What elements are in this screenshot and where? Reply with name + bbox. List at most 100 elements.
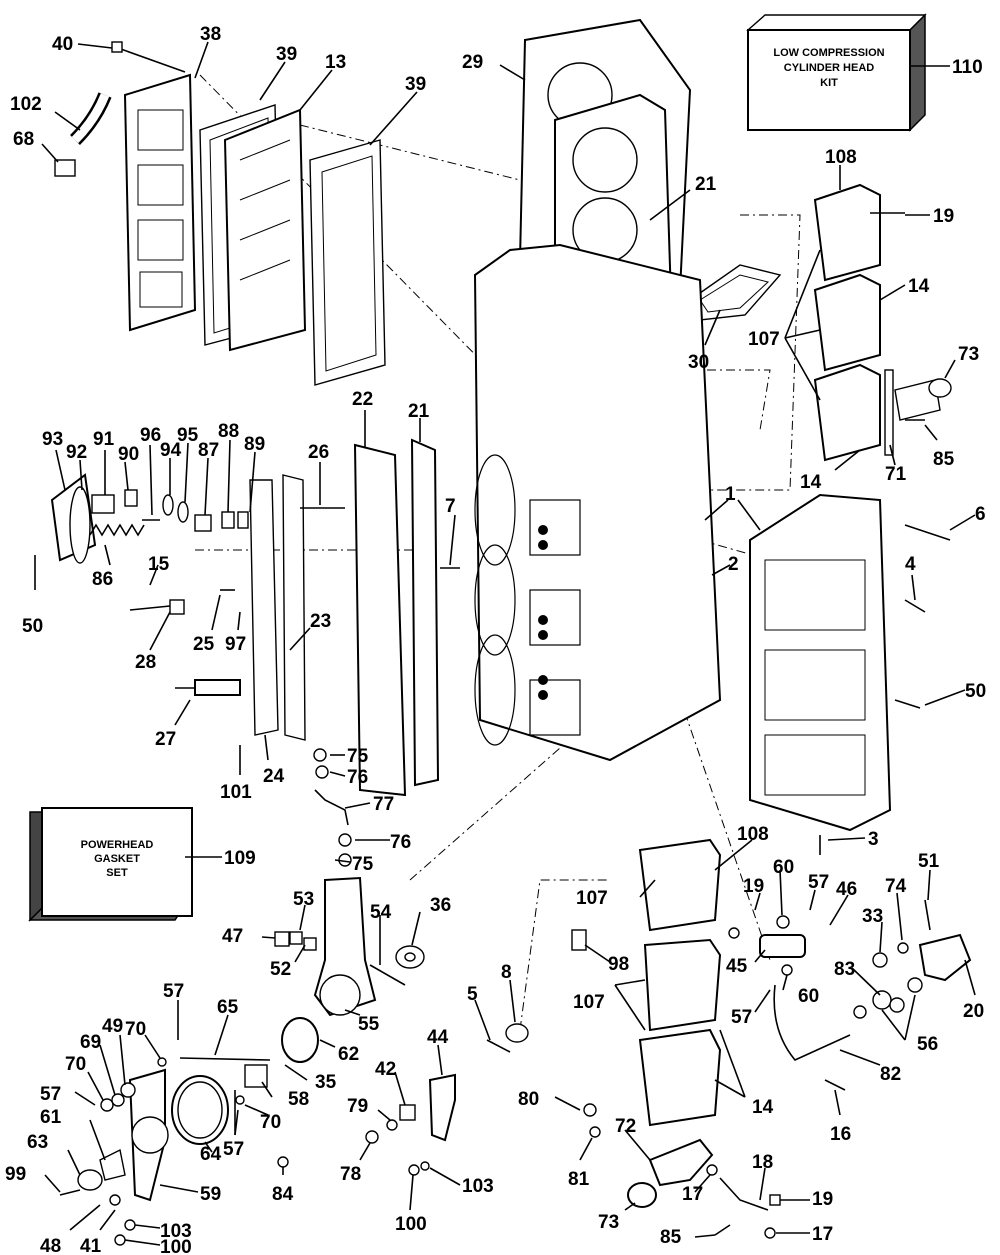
label-49: 49 — [102, 1016, 123, 1037]
small-parts-42-100 — [365, 1104, 430, 1176]
exhaust-gasket-39b — [309, 139, 386, 386]
label-101: 101 — [220, 782, 252, 803]
kit-line-3: SET — [106, 867, 128, 879]
rod-82 — [773, 984, 851, 1061]
label-108: 108 — [825, 147, 857, 168]
powerhead-gasket-set-box: POWERHEAD GASKET SET 109 — [28, 807, 256, 922]
hose-102 — [69, 92, 112, 145]
bracket-45 — [759, 934, 806, 958]
label-57: 57 — [40, 1084, 61, 1105]
rod-65 — [179, 1057, 271, 1061]
spark-plug-27 — [175, 679, 241, 696]
label-8: 8 — [501, 962, 512, 983]
bracket-72 — [648, 1138, 714, 1187]
lever-18 — [706, 1164, 781, 1239]
label-93: 93 — [42, 429, 63, 450]
label-40: 40 — [52, 34, 73, 55]
small-parts-lower-left — [59, 1057, 289, 1246]
label-14: 14 — [908, 276, 930, 297]
label-39: 39 — [405, 74, 426, 95]
label-65: 65 — [217, 997, 239, 1018]
kit-line-3: KIT — [820, 77, 838, 89]
label-87: 87 — [198, 440, 219, 461]
label-18: 18 — [752, 1152, 773, 1173]
callout-numbers: 40 38 39 13 39 29 102 68 21 108 19 14 10… — [5, 24, 986, 1255]
label-95: 95 — [177, 425, 199, 446]
label-81: 81 — [568, 1169, 590, 1190]
label-48: 48 — [40, 1236, 61, 1255]
label-5: 5 — [467, 984, 478, 1005]
cylinder-head-kit-box: LOW COMPRESSION CYLINDER HEAD KIT 110 — [746, 13, 983, 132]
label-71: 71 — [885, 464, 907, 485]
label-42: 42 — [375, 1059, 396, 1080]
label-97: 97 — [225, 634, 246, 655]
label-70: 70 — [125, 1019, 146, 1040]
label-54: 54 — [370, 902, 392, 923]
head-gasket-21b — [410, 438, 440, 787]
label-57: 57 — [808, 872, 829, 893]
label-45: 45 — [726, 956, 748, 977]
label-60: 60 — [773, 857, 794, 878]
label-17: 17 — [682, 1184, 703, 1205]
label-82: 82 — [880, 1064, 901, 1085]
label-107: 107 — [573, 992, 605, 1013]
label-91: 91 — [93, 429, 115, 450]
label-51: 51 — [918, 851, 940, 872]
label-88: 88 — [218, 421, 239, 442]
label-110: 110 — [952, 57, 983, 78]
label-53: 53 — [293, 889, 314, 910]
label-21: 21 — [695, 174, 717, 195]
label-33: 33 — [862, 906, 883, 927]
cap-62 — [281, 1017, 319, 1063]
label-89: 89 — [244, 434, 265, 455]
label-57: 57 — [163, 981, 184, 1002]
small-parts-right — [486, 899, 931, 1138]
label-83: 83 — [834, 959, 855, 980]
label-7: 7 — [445, 496, 456, 517]
clip-58 — [244, 1064, 268, 1088]
label-50: 50 — [22, 616, 43, 637]
label-102: 102 — [10, 94, 42, 115]
label-99: 99 — [5, 1164, 26, 1185]
label-27: 27 — [155, 729, 176, 750]
label-69: 69 — [80, 1032, 101, 1053]
label-57: 57 — [223, 1139, 244, 1160]
reed-plates-upper — [813, 183, 941, 462]
label-103: 103 — [462, 1176, 494, 1197]
leader-lines — [41, 41, 976, 1246]
lower-rod-59 — [128, 1068, 169, 1202]
mount-20 — [918, 933, 972, 982]
washer-36 — [395, 945, 425, 969]
label-92: 92 — [66, 442, 87, 463]
kit-line-1: LOW COMPRESSION — [773, 47, 884, 59]
label-107: 107 — [576, 888, 608, 909]
label-77: 77 — [373, 794, 394, 815]
kit-line-2: CYLINDER HEAD — [784, 62, 875, 74]
label-70: 70 — [260, 1112, 281, 1133]
label-19: 19 — [812, 1189, 833, 1210]
label-64: 64 — [200, 1144, 222, 1165]
label-107: 107 — [748, 329, 780, 350]
label-73: 73 — [958, 344, 979, 365]
label-58: 58 — [288, 1089, 309, 1110]
reed-plates-lower — [638, 838, 722, 1127]
label-19: 19 — [933, 206, 954, 227]
label-26: 26 — [308, 442, 329, 463]
label-38: 38 — [200, 24, 221, 45]
label-72: 72 — [615, 1116, 636, 1137]
label-15: 15 — [148, 554, 170, 575]
label-98: 98 — [608, 954, 629, 975]
label-94: 94 — [160, 440, 182, 461]
label-3: 3 — [868, 829, 879, 850]
small-parts-47-54 — [274, 931, 406, 986]
label-57: 57 — [731, 1007, 752, 1028]
label-60: 60 — [798, 986, 819, 1007]
label-28: 28 — [135, 652, 156, 673]
exhaust-cover-plate — [123, 73, 197, 332]
cap-73 — [627, 1182, 657, 1208]
linkage-parts-75-77 — [313, 748, 352, 867]
label-24: 24 — [263, 766, 285, 787]
label-35: 35 — [315, 1072, 337, 1093]
label-14: 14 — [800, 472, 822, 493]
label-17: 17 — [812, 1224, 833, 1245]
